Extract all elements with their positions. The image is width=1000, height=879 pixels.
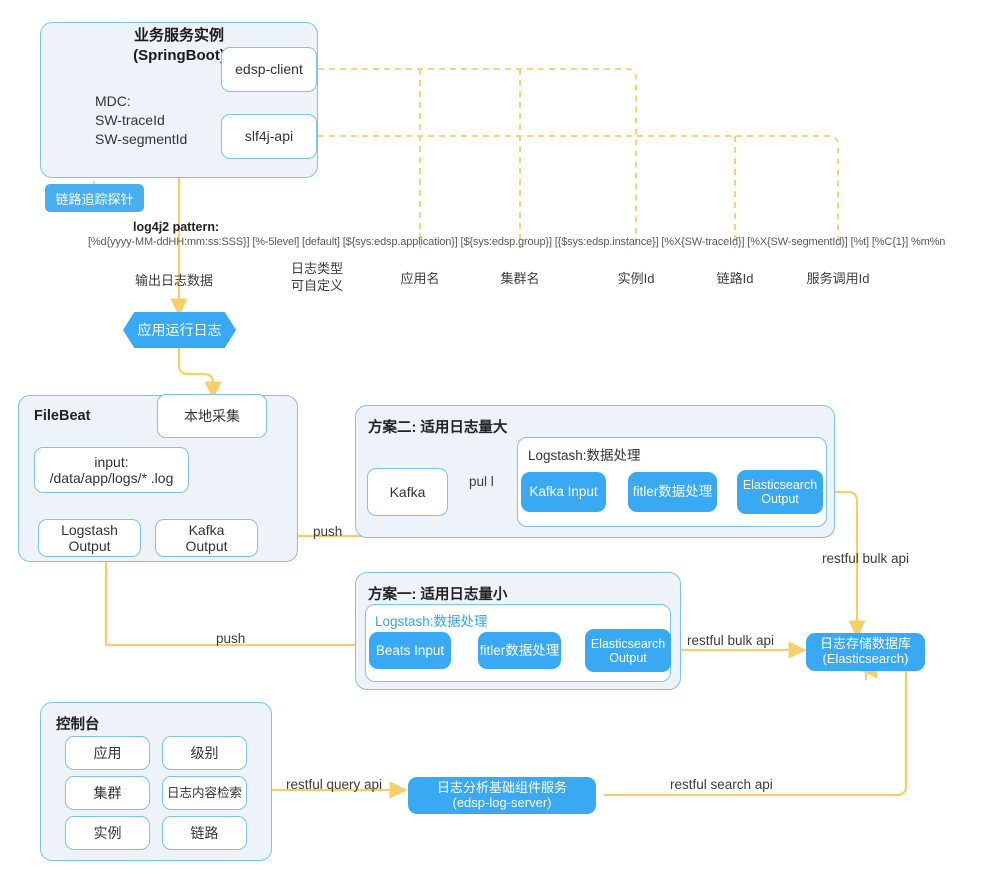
console-item-app-label: 应用 [93,744,122,761]
edsp-client-label: edsp-client [235,61,303,78]
trace-probe-label: 链路追踪探针 [55,191,134,207]
console-item-instance[interactable]: 实例 [65,816,150,850]
field-label-4-line1: 链路Id [716,271,754,286]
plan-two-title: 方案二: 适用日志量大 [368,420,508,436]
plan-one-title: 方案一: 适用日志量小 [368,587,508,603]
app-runtime-log-node: 应用运行日志 [123,312,236,348]
springboot-title: 业务服务实例 (SpringBoot) [40,26,318,65]
logstash-output-box[interactable]: Logstash Output [38,519,141,557]
logstash-output-line2: Output [68,538,111,554]
log-server-box[interactable]: 日志分析基础组件服务 (edsp-log-server) [408,777,596,814]
kafka-input-label: Kafka Input [529,484,598,500]
console-item-cluster-label: 集群 [93,784,122,801]
es-store-box[interactable]: 日志存储数据库 (Elasticsearch) [806,633,925,671]
field-label-5-line1: 服务调用Id [806,271,870,286]
local-collect-label: 本地采集 [184,407,240,424]
plan-one-es-output-line2: Output [609,650,647,665]
plan-one-filter-label: fitler数据处理 [479,642,560,658]
log-server-line2: (edsp-log-server) [452,794,552,810]
console-item-level[interactable]: 级别 [162,736,247,770]
filebeat-title: FileBeat [34,408,91,424]
plan-two-filter-label: fitler数据处理 [632,484,713,500]
mdc-line-3: SW-segmentId [95,130,188,147]
springboot-title-line1: 业务服务实例 [133,27,224,44]
filebeat-input-line1: input: [94,453,129,470]
push-bottom-label: push [216,631,246,646]
console-item-log-search-label: 日志内容检索 [166,785,242,800]
plan-two-filter-box[interactable]: fitler数据处理 [628,472,717,512]
slf4j-api-label: slf4j-api [244,128,294,145]
field-label-2: 集群名 [475,268,565,287]
kafka-output-line2: Output [185,538,228,554]
kafka-label: Kafka [389,483,426,500]
plan-one-logstash-title: Logstash:数据处理 [375,614,488,629]
restful-search-api-label: restful search api [670,777,773,792]
local-collect-box[interactable]: 本地采集 [157,394,267,438]
filebeat-input-line2: /data/app/logs/* .log [49,470,174,486]
field-label-3: 实例Id [591,268,681,287]
field-label-1-line1: 应用名 [400,271,440,286]
console-item-log-search[interactable]: 日志内容检索 [162,776,247,810]
field-label-0-line2: 可自定义 [290,277,343,293]
field-label-0-line1: 日志类型 [290,261,343,276]
push-top-label: push [313,524,343,539]
kafka-output-box[interactable]: Kafka Output [155,519,258,557]
restful-bulk-api-bottom-label: restful bulk api [687,633,775,648]
log4j-pattern-text: [%d{yyyy-MM-ddHH:mm:ss:SSS}] [%-5level] … [88,236,946,248]
plan-one-filter-box[interactable]: fitler数据处理 [478,632,561,669]
app-runtime-log-label: 应用运行日志 [137,322,222,338]
slf4j-api-box[interactable]: slf4j-api [221,114,317,159]
trace-probe-tag[interactable]: 链路追踪探针 [45,184,144,212]
plan-two-es-output-line1: Elasticsearch [742,478,818,492]
plan-one-es-output-box[interactable]: Elasticsearch Output [585,629,671,672]
kafka-box[interactable]: Kafka [367,468,448,516]
field-label-3-line1: 实例Id [617,271,655,286]
console-item-level-label: 级别 [190,744,219,761]
pull-edge-label: pul l [469,474,494,489]
plan-one-es-output-line1: Elasticsearch [590,636,666,651]
console-item-app[interactable]: 应用 [65,736,150,770]
edsp-client-box[interactable]: edsp-client [221,47,317,92]
plan-two-es-output-line2: Output [761,492,799,506]
console-item-instance-label: 实例 [93,824,122,841]
field-label-5: 服务调用Id [788,268,888,287]
console-item-trace-label: 链路 [190,824,219,841]
console-item-cluster[interactable]: 集群 [65,776,150,810]
beats-input-box[interactable]: Beats Input [369,632,451,669]
es-store-line1: 日志存储数据库 [819,636,911,652]
console-item-trace[interactable]: 链路 [162,816,247,850]
field-label-2-line1: 集群名 [500,271,540,286]
restful-bulk-api-top-label: restful bulk api [822,551,910,566]
mdc-line-1: MDC: [95,93,131,109]
output-log-label: 输出日志数据 [135,273,214,288]
log4j-pattern-title: log4j2 pattern: [133,220,220,234]
plan-two-logstash-title: Logstash:数据处理 [528,448,641,463]
mdc-line-2: SW-traceId [95,111,165,128]
log-server-line1: 日志分析基础组件服务 [436,779,567,795]
kafka-output-line1: Kafka [188,521,225,538]
field-label-4: 链路Id [690,268,780,287]
filebeat-input-box[interactable]: input: /data/app/logs/* .log [34,447,189,493]
es-store-line2: (Elasticsearch) [822,651,909,666]
mdc-label: MDC: SW-traceId SW-segmentId [95,92,187,149]
field-label-1: 应用名 [375,268,465,287]
springboot-title-line2: (SpringBoot) [133,46,225,64]
plan-two-es-output-box[interactable]: Elasticsearch Output [737,470,823,514]
restful-query-api-label: restful query api [286,777,383,792]
console-title: 控制台 [56,717,100,733]
beats-input-label: Beats Input [375,642,445,658]
logstash-output-line1: Logstash [61,521,118,538]
field-label-0: 日志类型 可自定义 [272,261,362,295]
kafka-input-box[interactable]: Kafka Input [521,472,606,512]
